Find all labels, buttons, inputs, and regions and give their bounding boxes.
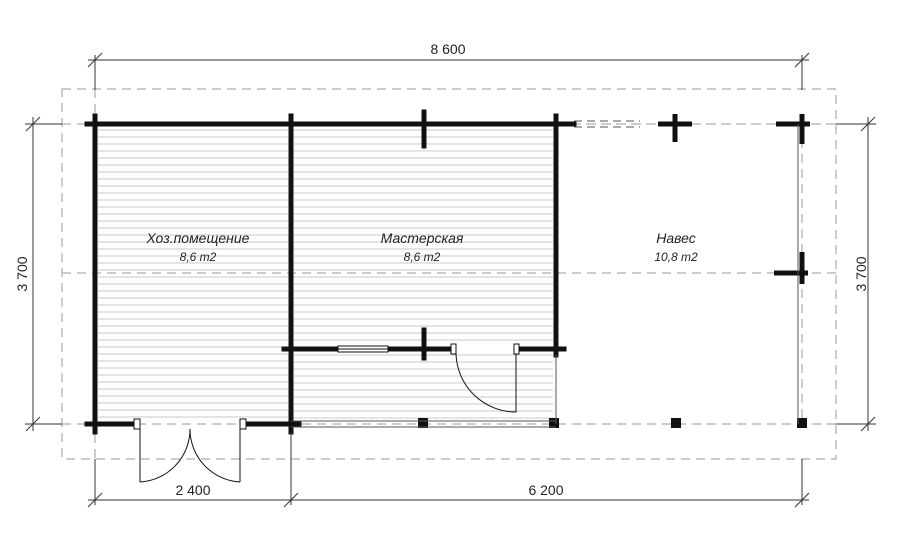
post-blocks: [418, 418, 807, 428]
dim-total-width: 8 600: [430, 41, 465, 57]
dim-bottom-left: 2 400: [175, 482, 210, 498]
dim-bottom-right: 6 200: [528, 482, 563, 498]
thin-outlines: [291, 120, 799, 428]
walls: [84, 109, 577, 435]
room-area-workshop: 8,6 m2: [404, 250, 441, 264]
room-area-utility: 8,6 m2: [180, 250, 217, 264]
room-area-canopy: 10,8 m2: [654, 250, 698, 264]
room-name-workshop: Мастерская: [381, 230, 464, 246]
dim-right-height: 3 700: [853, 256, 869, 291]
dimension-lines: [25, 52, 876, 508]
door-workshop: [450, 343, 520, 413]
room-name-utility: Хоз.помещение: [146, 230, 250, 246]
floor-boards-hatch: [98, 129, 553, 419]
dim-left-height: 3 700: [14, 256, 30, 291]
window: [337, 345, 389, 353]
canopy-posts: [658, 114, 810, 284]
room-name-canopy: Навес: [656, 230, 696, 246]
door-utility-double: [133, 418, 247, 483]
